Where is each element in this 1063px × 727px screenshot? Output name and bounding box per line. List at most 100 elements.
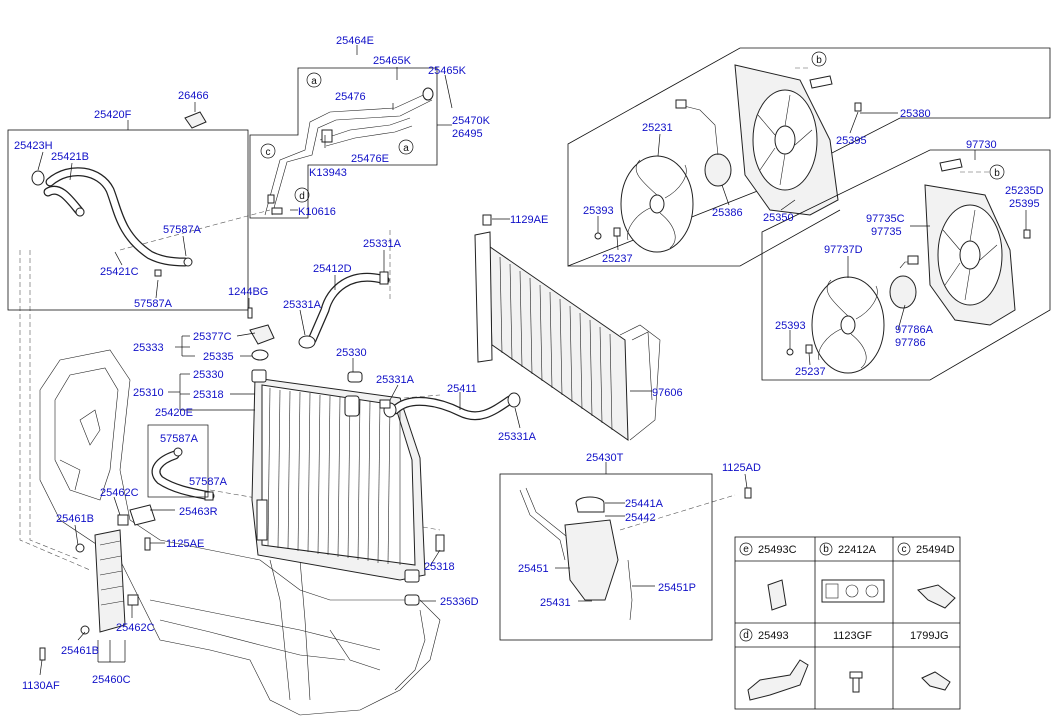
label-25331A-4: 25331A (498, 431, 537, 443)
radiator (251, 369, 426, 583)
label-25451: 25451 (518, 563, 549, 575)
label-25420E: 25420E (155, 407, 193, 419)
label-57587A-3: 57587A (160, 433, 199, 445)
label-25463R: 25463R (179, 506, 218, 518)
label-25395-2: 25395 (1009, 198, 1040, 210)
oil-cooler-25460C (39, 491, 214, 661)
label-25470K: 25470K (452, 115, 491, 127)
radiator-core-fins (267, 387, 401, 565)
fan-shroud-25350 (734, 64, 839, 216)
label-25460C: 25460C (92, 674, 131, 686)
label-25330-1: 25330 (336, 347, 367, 359)
fan-box-97730 (761, 149, 1051, 381)
callout-c-1: c (266, 147, 271, 158)
label-25431: 25431 (540, 597, 571, 609)
label-57587A-4: 57587A (189, 476, 228, 488)
label-1125AE: 1125AE (166, 538, 204, 550)
label-25476E: 25476E (351, 153, 389, 165)
hose-25420E (151, 447, 215, 501)
label-1129AE: 1129AE (510, 214, 548, 226)
label-25465K-1: 25465K (373, 55, 412, 67)
legend-letter-c: c (902, 544, 907, 555)
label-25377C: 25377C (193, 331, 232, 343)
label-25395-1: 25395 (836, 135, 867, 147)
label-25336D: 25336D (440, 596, 479, 608)
ac-pipe-box (249, 67, 438, 219)
clip-1799JG-sketch (921, 671, 951, 691)
label-25420F: 25420F (94, 109, 132, 121)
label-25441A: 25441A (625, 498, 664, 510)
label-25412D: 25412D (313, 263, 352, 275)
label-26495: 26495 (452, 128, 483, 140)
label-25231: 25231 (642, 122, 673, 134)
callout-b-1: b (816, 55, 822, 66)
label-25461B-2: 25461B (61, 645, 99, 657)
legend-code-1123GF: 1123GF (833, 630, 872, 642)
warning-label-22412A-sketch (821, 579, 885, 603)
fan-motor-25386 (675, 99, 732, 187)
legend-letter-d: d (743, 630, 749, 641)
box-25420F (7, 129, 249, 311)
label-25386: 25386 (712, 207, 743, 219)
label-25476: 25476 (335, 91, 366, 103)
label-25380: 25380 (900, 108, 931, 120)
label-97786A: 97786A (895, 324, 934, 336)
bolt-1123GF-sketch (849, 671, 863, 693)
label-25235D: 25235D (1005, 185, 1044, 197)
clip-25493C-sketch (767, 579, 787, 611)
bracket-25494D-sketch (917, 584, 956, 609)
label-25465K-2: 25465K (428, 65, 467, 77)
label-25462C-2: 25462C (116, 622, 155, 634)
label-97735: 97735 (871, 226, 902, 238)
fan-blade-97737D (811, 276, 885, 374)
label-25393-1: 25393 (583, 205, 614, 217)
legend-code-22412A: 22412A (838, 544, 877, 556)
callout-a-1: a (311, 76, 317, 87)
label-25464E: 25464E (336, 35, 374, 47)
label-1130AF: 1130AF (22, 680, 60, 692)
label-25423H: 25423H (14, 140, 53, 152)
label-25430T: 25430T (586, 452, 624, 464)
fan-shroud-97735 (924, 184, 1016, 326)
label-97786: 97786 (895, 337, 926, 349)
circle-callouts: a a c d b b (260, 51, 1005, 203)
leader-lines (37, 45, 1027, 676)
label-25318-2: 25318 (424, 561, 455, 573)
callout-b-2: b (994, 168, 1000, 179)
fan-blade-25231 (620, 155, 694, 253)
legend-letter-b: b (823, 544, 829, 555)
legend-letter-e: e (743, 544, 749, 555)
upper-hose-25412D (298, 271, 390, 349)
label-25421C: 25421C (100, 266, 139, 278)
legend-code-25493C: 25493C (758, 544, 797, 556)
legend-code-25494D: 25494D (916, 544, 955, 556)
label-1125AD: 1125AD (722, 462, 761, 474)
label-K13943: K13943 (309, 167, 347, 179)
radiator-cap-assembly (247, 307, 445, 606)
label-1244BG: 1244BG (228, 286, 268, 298)
label-25462C-1: 25462C (100, 487, 139, 499)
label-25442: 25442 (625, 512, 656, 524)
label-25331A-3: 25331A (376, 374, 415, 386)
label-25310: 25310 (133, 387, 164, 399)
lower-hose-25411 (383, 392, 521, 421)
label-97735C: 97735C (866, 213, 905, 225)
label-25451P: 25451P (658, 582, 696, 594)
front-end-module-frame (39, 349, 441, 716)
label-25331A-1: 25331A (363, 238, 402, 250)
label-K10616: K10616 (298, 206, 336, 218)
label-97606: 97606 (652, 387, 683, 399)
label-97730: 97730 (966, 139, 997, 151)
fan-motor-97786 (889, 255, 919, 309)
label-25331A-2: 25331A (283, 299, 322, 311)
fan-box-25380 (567, 47, 1051, 267)
legend-table: e b c d 25493C 22412A 25494D 25493 1123G… (734, 536, 961, 710)
callout-d-1: d (299, 191, 305, 202)
legend-code-25493: 25493 (758, 630, 789, 642)
label-25411: 25411 (447, 383, 477, 395)
bracket-25493-sketch (747, 659, 809, 701)
label-57587A-2: 57587A (134, 298, 173, 310)
label-57587A-1: 57587A (163, 224, 202, 236)
label-25333: 25333 (133, 342, 164, 354)
